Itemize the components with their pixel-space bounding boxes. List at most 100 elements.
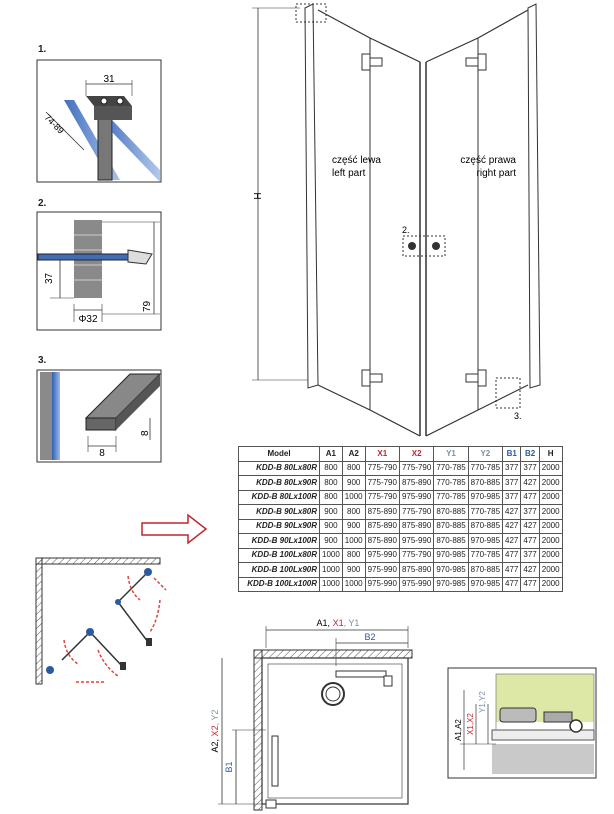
s2-dim-37: 37 <box>44 272 55 284</box>
table-cell: 770-785 <box>433 489 469 505</box>
table-cell: 2000 <box>538 533 563 549</box>
plan-side-y: , Y2 <box>210 710 220 726</box>
plan-side-a: A2, <box>210 736 220 752</box>
table-cell: 2000 <box>538 576 563 592</box>
table-cell: 1000 <box>341 576 366 592</box>
detail-3 <box>36 369 162 463</box>
col-x2: X2 <box>398 446 435 462</box>
detail-y: Y1,Y2 <box>478 691 487 713</box>
table-cell: 800 <box>341 547 366 563</box>
table-cell: 870-885 <box>433 504 469 520</box>
col-h: H <box>538 446 563 462</box>
col-x1: X1 <box>364 446 400 462</box>
table-cell: 377 <box>502 489 522 505</box>
table-cell: 900 <box>341 562 366 578</box>
table-cell: 2000 <box>538 475 563 491</box>
col-b1: B1 <box>502 446 522 462</box>
col-b2: B2 <box>520 446 540 462</box>
table-cell: 775-790 <box>364 489 400 505</box>
s1-dim-top: 31 <box>103 74 115 85</box>
table-cell: 870-885 <box>467 518 504 534</box>
s2-dim-79: 79 <box>142 300 153 312</box>
detail-2 <box>36 211 162 331</box>
plan-top-dim: A1, X1, Y1 <box>317 618 360 628</box>
table-cell: 770-785 <box>467 460 504 476</box>
table-cell: 970-985 <box>467 489 504 505</box>
table-cell: KDD-B 80Lx90R <box>238 475 320 491</box>
table-cell: 775-790 <box>364 475 400 491</box>
table-cell: 870-885 <box>433 518 469 534</box>
table-cell: 377 <box>502 460 522 476</box>
swing-diagram <box>35 557 167 685</box>
table-cell: 427 <box>502 518 522 534</box>
table-cell: 800 <box>341 460 366 476</box>
table-cell: 775-790 <box>398 504 435 520</box>
table-cell: 2000 <box>538 547 563 563</box>
table-cell: 975-990 <box>398 533 435 549</box>
table-cell: KDD-B 90Lx100R <box>238 533 320 549</box>
plan-top-x: X1 <box>333 618 344 628</box>
table-cell: 377 <box>502 475 522 491</box>
plan-side-dim: A2, X2, Y2 <box>210 710 220 753</box>
s3-dim-8a: 8 <box>99 448 105 459</box>
tray-detail <box>447 667 597 779</box>
table-cell: 775-790 <box>398 547 435 563</box>
step-2-number: 2. <box>38 198 47 209</box>
table-cell: 975-990 <box>364 547 400 563</box>
table-cell: 970-985 <box>433 562 469 578</box>
table-cell: 975-990 <box>398 576 435 592</box>
plan-top-y: , Y1 <box>344 618 360 628</box>
table-cell: 477 <box>520 489 540 505</box>
col-model: Model <box>238 446 320 462</box>
table-cell: 477 <box>502 562 522 578</box>
table-cell: KDD-B 100Lx80R <box>238 547 320 563</box>
table-cell: 377 <box>520 547 540 563</box>
detail-1 <box>36 59 162 183</box>
table-cell: 800 <box>319 475 343 491</box>
right-part-pl: część prawa <box>460 155 516 166</box>
table-cell: 875-890 <box>364 504 400 520</box>
model-dimension-table: Model A1 A2 X1 X2 Y1 Y2 B1 B2 H KDD-B 80… <box>238 446 563 592</box>
table-cell: 975-990 <box>398 489 435 505</box>
table-cell: 770-785 <box>467 504 504 520</box>
table-cell: 477 <box>520 533 540 549</box>
col-a1: A1 <box>319 446 343 462</box>
table-cell: 427 <box>520 475 540 491</box>
table-cell: 1000 <box>319 562 343 578</box>
table-cell: 900 <box>341 475 366 491</box>
step-3-number: 3. <box>38 355 47 366</box>
table-cell: 875-890 <box>364 518 400 534</box>
table-cell: 775-790 <box>398 460 435 476</box>
table-cell: 377 <box>520 504 540 520</box>
table-cell: KDD-B 80Lx80R <box>238 460 320 476</box>
table-cell: 2000 <box>538 504 563 520</box>
table-cell: 427 <box>502 504 522 520</box>
callout-2: 2. <box>402 225 410 235</box>
table-cell: 875-890 <box>364 533 400 549</box>
table-cell: 875-890 <box>398 562 435 578</box>
left-part-pl: część lewa <box>332 155 381 166</box>
table-cell: 900 <box>319 518 343 534</box>
callout-3: 3. <box>514 411 522 421</box>
plan-b2: B2 <box>364 632 375 642</box>
table-cell: 770-785 <box>467 547 504 563</box>
table-cell: 427 <box>520 562 540 578</box>
table-cell: 970-985 <box>433 547 469 563</box>
table-cell: 477 <box>502 576 522 592</box>
right-part-en: right part <box>477 168 517 179</box>
table-cell: 870-885 <box>433 533 469 549</box>
table-cell: KDD-B 90Lx80R <box>238 504 320 520</box>
table-cell: 800 <box>341 504 366 520</box>
table-header-row: Model A1 A2 X1 X2 Y1 Y2 B1 B2 H <box>238 446 563 462</box>
table-cell: 427 <box>520 518 540 534</box>
table-cell: 1000 <box>319 547 343 563</box>
table-cell: KDD-B 100Lx100R <box>238 576 320 592</box>
